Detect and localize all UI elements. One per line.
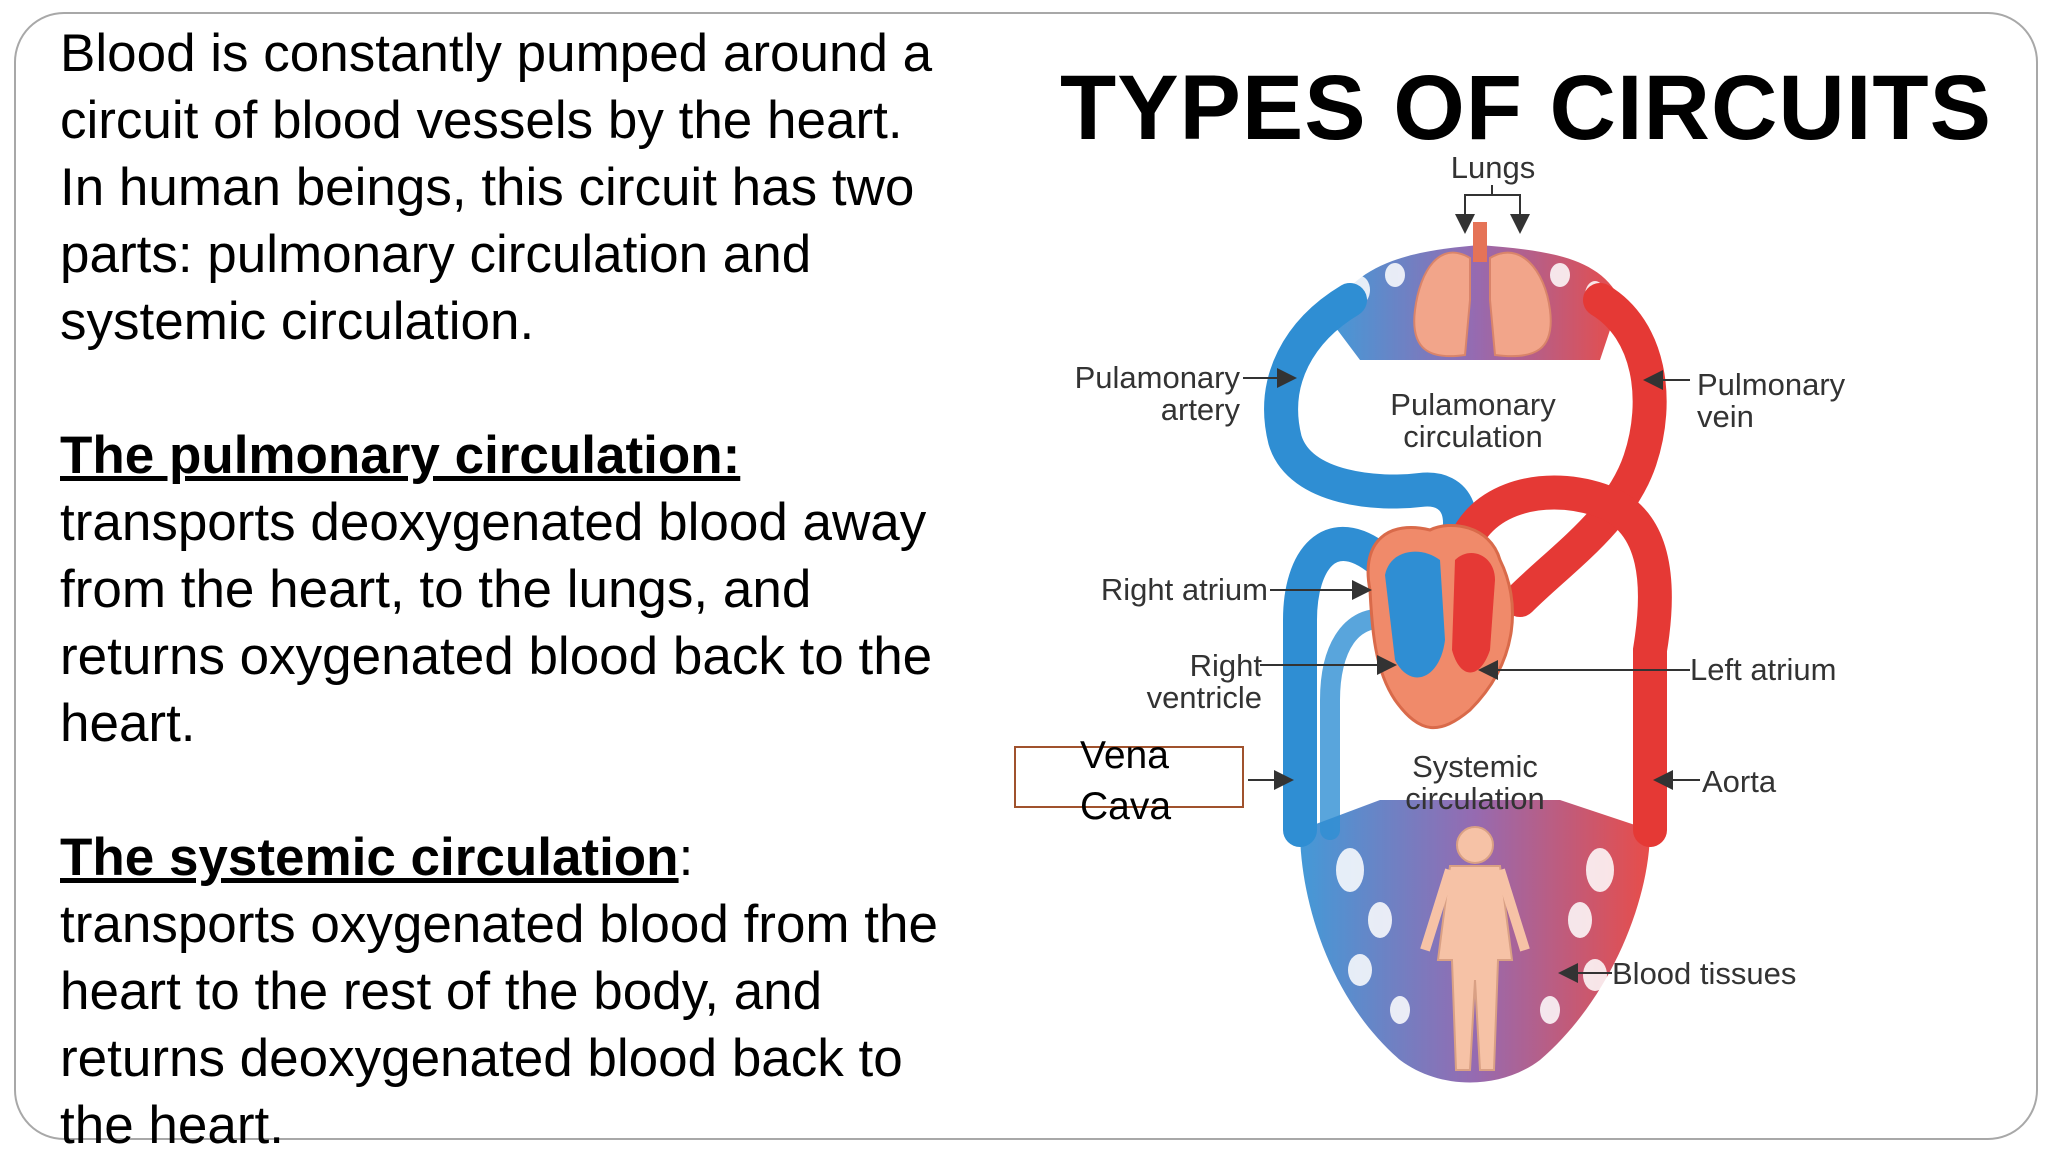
label-pulmonary-artery-2: artery: [1161, 392, 1241, 427]
pulmonary-vein-vessel: [1503, 283, 1667, 617]
circulation-diagram: Lungs Pulamonary artery Pulamonary circu…: [1075, 150, 1846, 1083]
human-figure: [1420, 826, 1530, 1071]
label-blood-tissues: Blood tissues: [1612, 956, 1796, 991]
systemic-heading-line: The systemic circulation:: [60, 824, 1010, 891]
systemic-line: transports oxygenated blood from the: [60, 895, 938, 954]
pulmonary-line: returns oxygenated blood back to the: [60, 627, 933, 686]
pulmonary-line: from the heart, to the lungs, and: [60, 560, 812, 619]
body-text: Blood is constantly pumped around a circ…: [60, 20, 1010, 1159]
lungs-illustration: [1413, 222, 1552, 358]
label-right-atrium: Right atrium: [1101, 572, 1268, 607]
label-aorta: Aorta: [1702, 764, 1777, 799]
pulmonary-heading: The pulmonary circulation:: [60, 426, 741, 485]
heart-illustration: [1366, 523, 1514, 730]
slide-frame: [14, 12, 2038, 1140]
vena-cava-label-box: [1014, 746, 1244, 808]
systemic-line: returns deoxygenated blood back to: [60, 1029, 903, 1088]
intro-line: systemic circulation.: [60, 292, 535, 351]
label-vena-cava: Vena Cava: [1080, 734, 1172, 828]
pulmonary-line: transports deoxygenated blood away: [60, 493, 927, 552]
label-right-ventricle-2: ventricle: [1147, 680, 1262, 715]
vena-cava-vessel: [1283, 526, 1397, 847]
intro-line: parts: pulmonary circulation and: [60, 225, 812, 284]
intro-line: In human beings, this circuit has two: [60, 158, 915, 217]
label-pulmonary-artery-1: Pulamonary: [1075, 360, 1241, 395]
label-systemic-circulation-2: circulation: [1405, 781, 1545, 816]
pulmonary-line: heart.: [60, 694, 196, 753]
intro-line: Blood is constantly pumped around a: [60, 24, 933, 83]
label-pulmonary-circulation-2: circulation: [1403, 419, 1543, 454]
label-pulmonary-circulation-1: Pulamonary: [1390, 387, 1556, 422]
label-pulmonary-vein-1: Pulmonary: [1697, 367, 1846, 402]
label-systemic-circulation-1: Systemic: [1412, 749, 1538, 784]
lung-capillary-bed: [1330, 245, 1620, 360]
intro-line: circuit of blood vessels by the heart.: [60, 91, 903, 150]
label-left-atrium: Left atrium: [1690, 652, 1836, 687]
label-lungs: Lungs: [1451, 150, 1535, 185]
label-pulmonary-vein-2: vein: [1697, 399, 1754, 434]
aorta-vessel: [1443, 475, 1672, 847]
systemic-line: the heart.: [60, 1096, 284, 1155]
systemic-heading: The systemic circulation: [60, 828, 679, 887]
systemic-heading-suffix: :: [678, 828, 694, 887]
label-right-ventricle-1: Right: [1190, 648, 1263, 683]
systemic-line: heart to the rest of the body, and: [60, 962, 823, 1021]
slide-title: TYPES OF CIRCUITS: [1060, 57, 1992, 159]
pulmonary-artery-vessel: [1264, 283, 1477, 577]
